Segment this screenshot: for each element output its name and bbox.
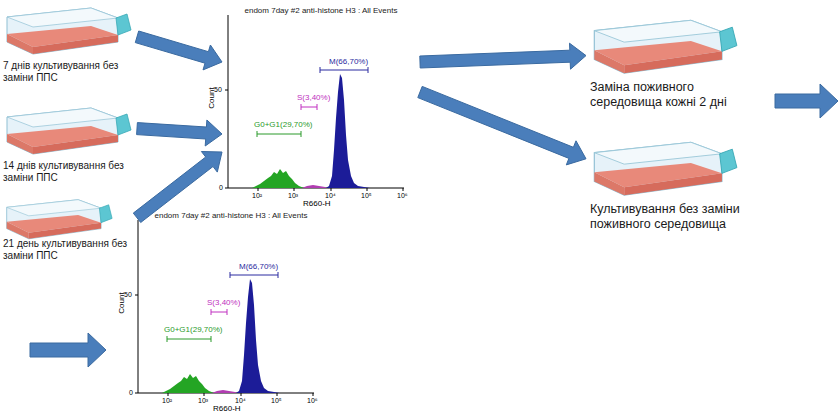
tick-label: 10² xyxy=(162,397,172,404)
block-arrow xyxy=(135,31,222,70)
histogram-panel: endom 7day #2 anti-histone H3 : All Even… xyxy=(136,207,326,407)
tick-label: 10² xyxy=(252,192,262,199)
flask-node: 7 днів культивування без заміни ППС xyxy=(3,4,133,86)
histogram-title: endom 7day #2 anti-histone H3 : All Even… xyxy=(226,6,416,15)
culture-flask xyxy=(594,20,737,73)
tick-label: 10³ xyxy=(198,397,208,404)
flask-node: 21 день культивування без заміни ППС xyxy=(3,198,133,264)
gate-label: G0+G1(29,70%) xyxy=(164,326,222,334)
axis-title: R660-H xyxy=(303,200,331,208)
flask-node: 14 днів культивування без заміни ППС xyxy=(3,104,133,186)
flask-node: Культивування без заміни поживного серед… xyxy=(590,140,740,234)
tick-label: 50 xyxy=(124,291,132,298)
histogram-title: endom 7day #2 anti-histone H3 : All Even… xyxy=(136,211,326,220)
tick-label: 0 xyxy=(219,184,223,191)
histogram-panel: endom 7day #2 anti-histone H3 : All Even… xyxy=(226,2,416,202)
flask-node: Заміна поживного середовища кожні 2 дні xyxy=(590,18,765,112)
culture-flask xyxy=(594,142,737,195)
tick-label: 10⁵ xyxy=(361,192,372,199)
culture-flask xyxy=(7,108,131,154)
block-arrow xyxy=(418,86,586,164)
gate-label: S(3,40%) xyxy=(207,299,240,307)
block-arrow xyxy=(137,120,222,146)
tick-label: 10⁴ xyxy=(235,397,246,404)
tick-label: 10³ xyxy=(288,192,298,199)
axis-title: R660-H xyxy=(213,405,241,412)
tick-label: 10⁶ xyxy=(397,192,408,199)
tick-label: 10⁵ xyxy=(271,397,282,404)
flask-caption: Заміна поживного середовища кожні 2 дні xyxy=(590,80,765,110)
flask-caption: Культивування без заміни поживного серед… xyxy=(590,202,740,232)
tick-label: 0 xyxy=(129,389,133,396)
histogram-plot xyxy=(135,220,314,396)
tick-label: 10⁶ xyxy=(307,397,318,404)
tick-label: 10⁴ xyxy=(325,192,336,199)
gate-label: M(66,70%) xyxy=(329,58,368,66)
culture-flask xyxy=(7,8,131,54)
gate-label: G0+G1(29,70%) xyxy=(254,121,312,129)
histogram-plot xyxy=(225,15,404,191)
block-arrow xyxy=(420,43,586,69)
block-arrow xyxy=(30,333,106,367)
culture-flask xyxy=(7,200,112,239)
gate-label: S(3,40%) xyxy=(297,94,330,102)
flask-caption: 14 днів культивування без заміни ППС xyxy=(3,160,133,184)
flask-caption: 7 днів культивування без заміни ППС xyxy=(3,60,133,84)
gate-label: M(66,70%) xyxy=(239,263,278,271)
flask-caption: 21 день культивування без заміни ППС xyxy=(3,238,133,262)
block-arrow xyxy=(775,84,838,118)
tick-label: 50 xyxy=(214,86,222,93)
